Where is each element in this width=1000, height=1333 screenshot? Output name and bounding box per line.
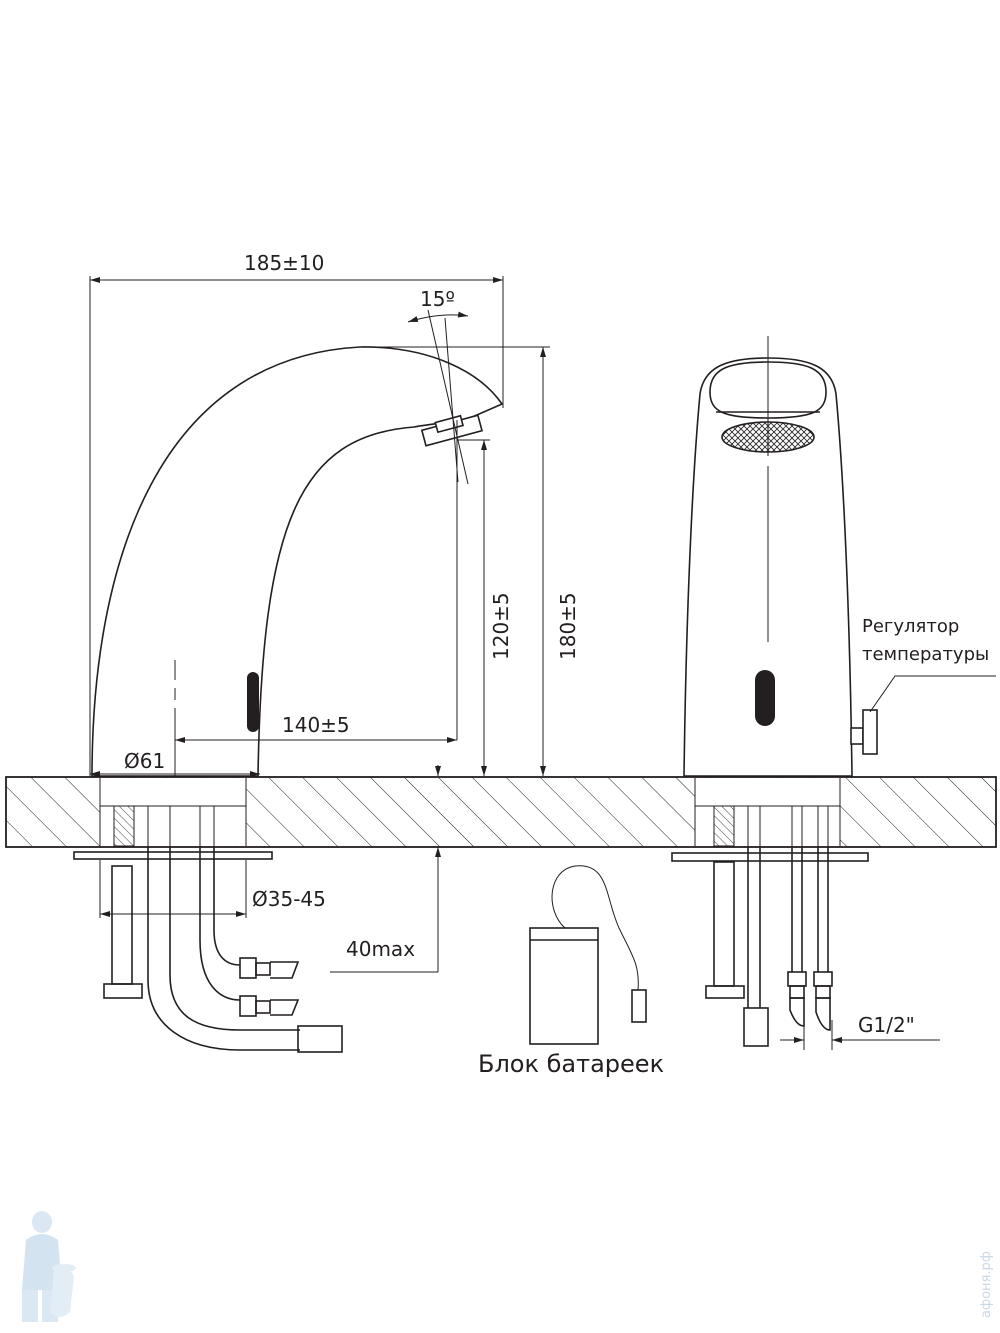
battery-block-label: Блок батареек (478, 1050, 664, 1078)
dim-base-diameter: Ø61 (124, 749, 165, 773)
dimension-lines (89, 276, 550, 973)
plumber-logo-icon (22, 1211, 76, 1322)
dim-overall-width: 185±10 (244, 251, 324, 275)
dim-angle: 15º (420, 287, 455, 311)
countertop (5, 776, 997, 848)
dim-total-height: 180±5 (556, 592, 580, 660)
battery-block (529, 865, 647, 1045)
faucet-front-view (671, 336, 996, 1050)
faucet-side-view (73, 346, 504, 1053)
watermark-site: афоня.рф (979, 1251, 994, 1318)
dim-hole-diameter: Ø35-45 (252, 887, 326, 911)
dim-spout-height: 120±5 (489, 592, 513, 660)
dim-thread: G1/2" (858, 1013, 915, 1037)
temperature-label-line2: температуры (862, 644, 989, 665)
temperature-label-line1: Регулятор (862, 616, 959, 637)
dim-spout-reach: 140±5 (282, 713, 350, 737)
dim-counter-thickness: 40max (346, 937, 415, 961)
